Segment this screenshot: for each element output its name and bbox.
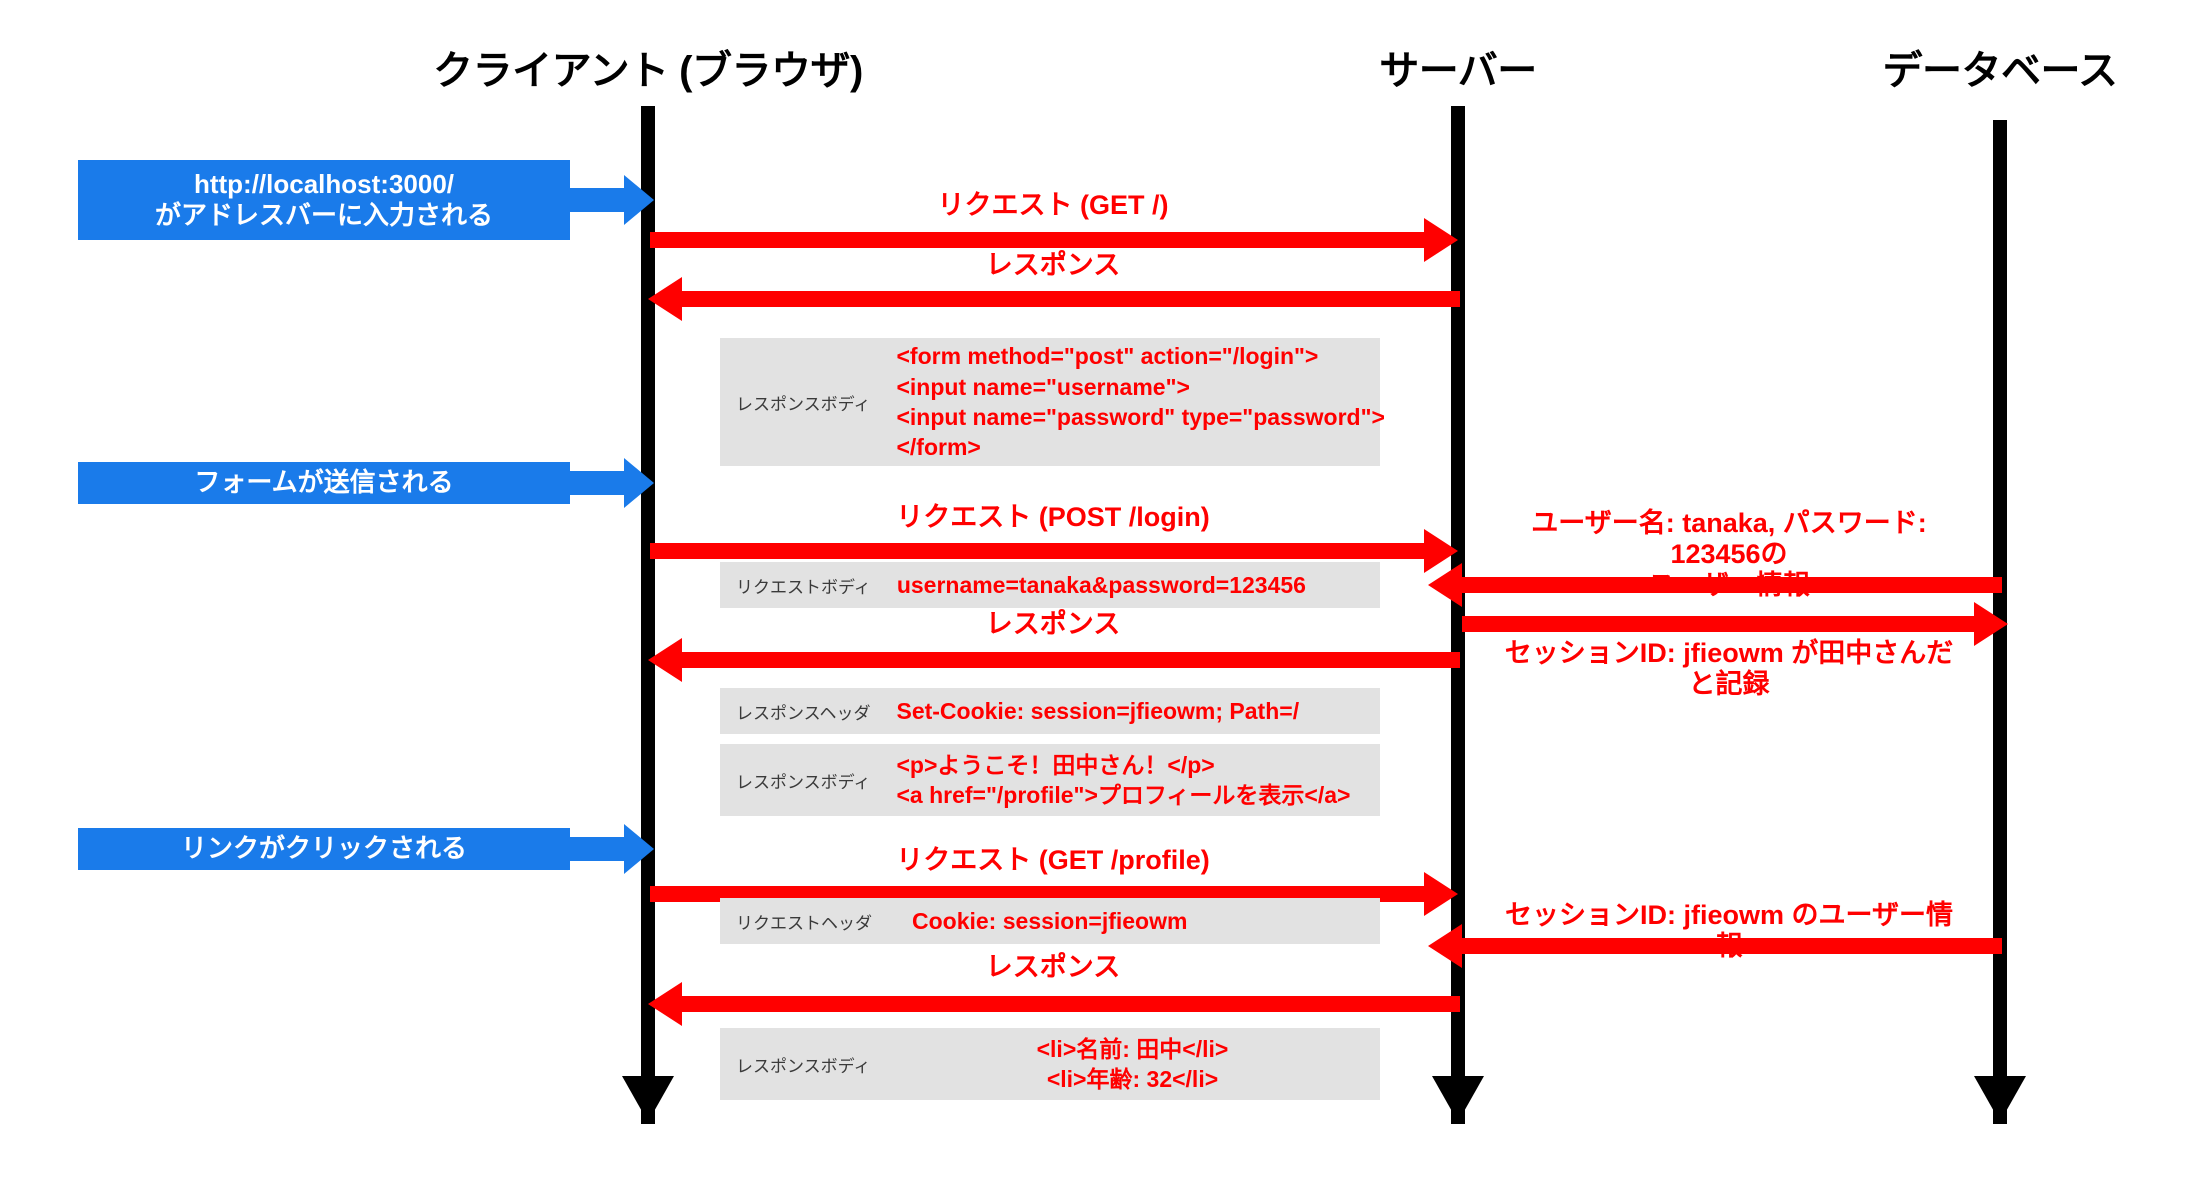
detail-request-header-cookie-tag: リクエストヘッダ xyxy=(736,913,872,933)
detail-response-header-cookie-code: Set-Cookie: session=jfieowm; Path=/ xyxy=(896,697,1300,724)
note-link-body: リンクがクリックされる xyxy=(78,828,570,870)
detail-request-body-login: リクエストボディ username=tanaka&password=123456 xyxy=(720,562,1380,608)
note-link-arrow-shaft xyxy=(570,837,628,861)
detail-response-body-form: レスポンスボディ <form method="post" action="/lo… xyxy=(720,338,1385,466)
detail-request-body-login-tag: リクエストボディ xyxy=(736,577,871,597)
note-url-arrow-shaft xyxy=(570,188,628,212)
detail-request-body-login-code: username=tanaka&password=123456 xyxy=(896,571,1306,598)
msg-response-1-label: レスポンス xyxy=(985,250,1121,280)
msg-get-profile-label: リクエスト (GET /profile) xyxy=(896,845,1210,875)
msg-db-session-user-label: セッションID: jfieowm のユーザー情報 xyxy=(1505,900,1953,961)
detail-response-body-welcome: レスポンスボディ <p>ようこそ！田中さん！</p> <a href="/pro… xyxy=(720,744,1380,816)
note-url-body: http://localhost:3000/ がアドレスバーに入力される xyxy=(78,160,570,240)
lifeline-label-client: クライアント (ブラウザ) xyxy=(433,49,863,93)
lifeline-label-database: データベース xyxy=(1882,49,2119,93)
detail-response-body-form-code: <form method="post" action="/login"> <in… xyxy=(896,343,1385,461)
msg-get-root-label: リクエスト (GET /) xyxy=(937,190,1169,220)
note-link-arrow-head xyxy=(624,824,654,874)
note-link-text: リンクがクリックされる xyxy=(180,833,467,864)
lifeline-bar-client xyxy=(641,106,655,1124)
note-form-arrow-head xyxy=(624,458,654,508)
note-form-text: フォームが送信される xyxy=(194,467,454,498)
detail-request-header-cookie: リクエストヘッダ Cookie: session=jfieowm xyxy=(720,898,1380,944)
detail-response-body-form-tag: レスポンスボディ xyxy=(736,394,871,414)
detail-response-body-profile-code: <li>名前: 田中</li> <li>年齢: 32</li> xyxy=(1036,1035,1229,1092)
detail-response-body-welcome-tag: レスポンスボディ xyxy=(736,772,871,792)
note-form-body: フォームが送信される xyxy=(78,462,570,504)
lifeline-end-arrow-database xyxy=(1974,1076,2026,1122)
msg-response-2-label: レスポンス xyxy=(985,609,1121,639)
detail-response-body-profile: レスポンスボディ <li>名前: 田中</li> <li>年齢: 32</li> xyxy=(720,1028,1380,1100)
note-form-arrow-shaft xyxy=(570,471,628,495)
lifeline-end-arrow-client xyxy=(622,1076,674,1122)
detail-response-header-cookie-tag: レスポンスヘッダ xyxy=(736,703,871,723)
lifeline-label-server: サーバー xyxy=(1379,49,1537,93)
detail-response-header-cookie: レスポンスヘッダ Set-Cookie: session=jfieowm; Pa… xyxy=(720,688,1380,734)
lifeline-bar-server xyxy=(1451,106,1465,1124)
note-url-arrow-head xyxy=(624,175,654,225)
detail-response-body-welcome-code: <p>ようこそ！田中さん！</p> <a href="/profile">プロフ… xyxy=(896,751,1351,808)
msg-post-login-label: リクエスト (POST /login) xyxy=(896,502,1210,532)
msg-response-3-label: レスポンス xyxy=(985,952,1121,982)
detail-request-header-cookie-code: Cookie: session=jfieowm xyxy=(912,907,1188,934)
msg-db-save-session-label: セッションID: jfieowm が田中さんだと記録 xyxy=(1504,638,1954,700)
detail-response-body-profile-tag: レスポンスボディ xyxy=(736,1056,871,1076)
note-url-text: http://localhost:3000/ がアドレスバーに入力される xyxy=(154,168,493,230)
lifeline-end-arrow-server xyxy=(1432,1076,1484,1122)
